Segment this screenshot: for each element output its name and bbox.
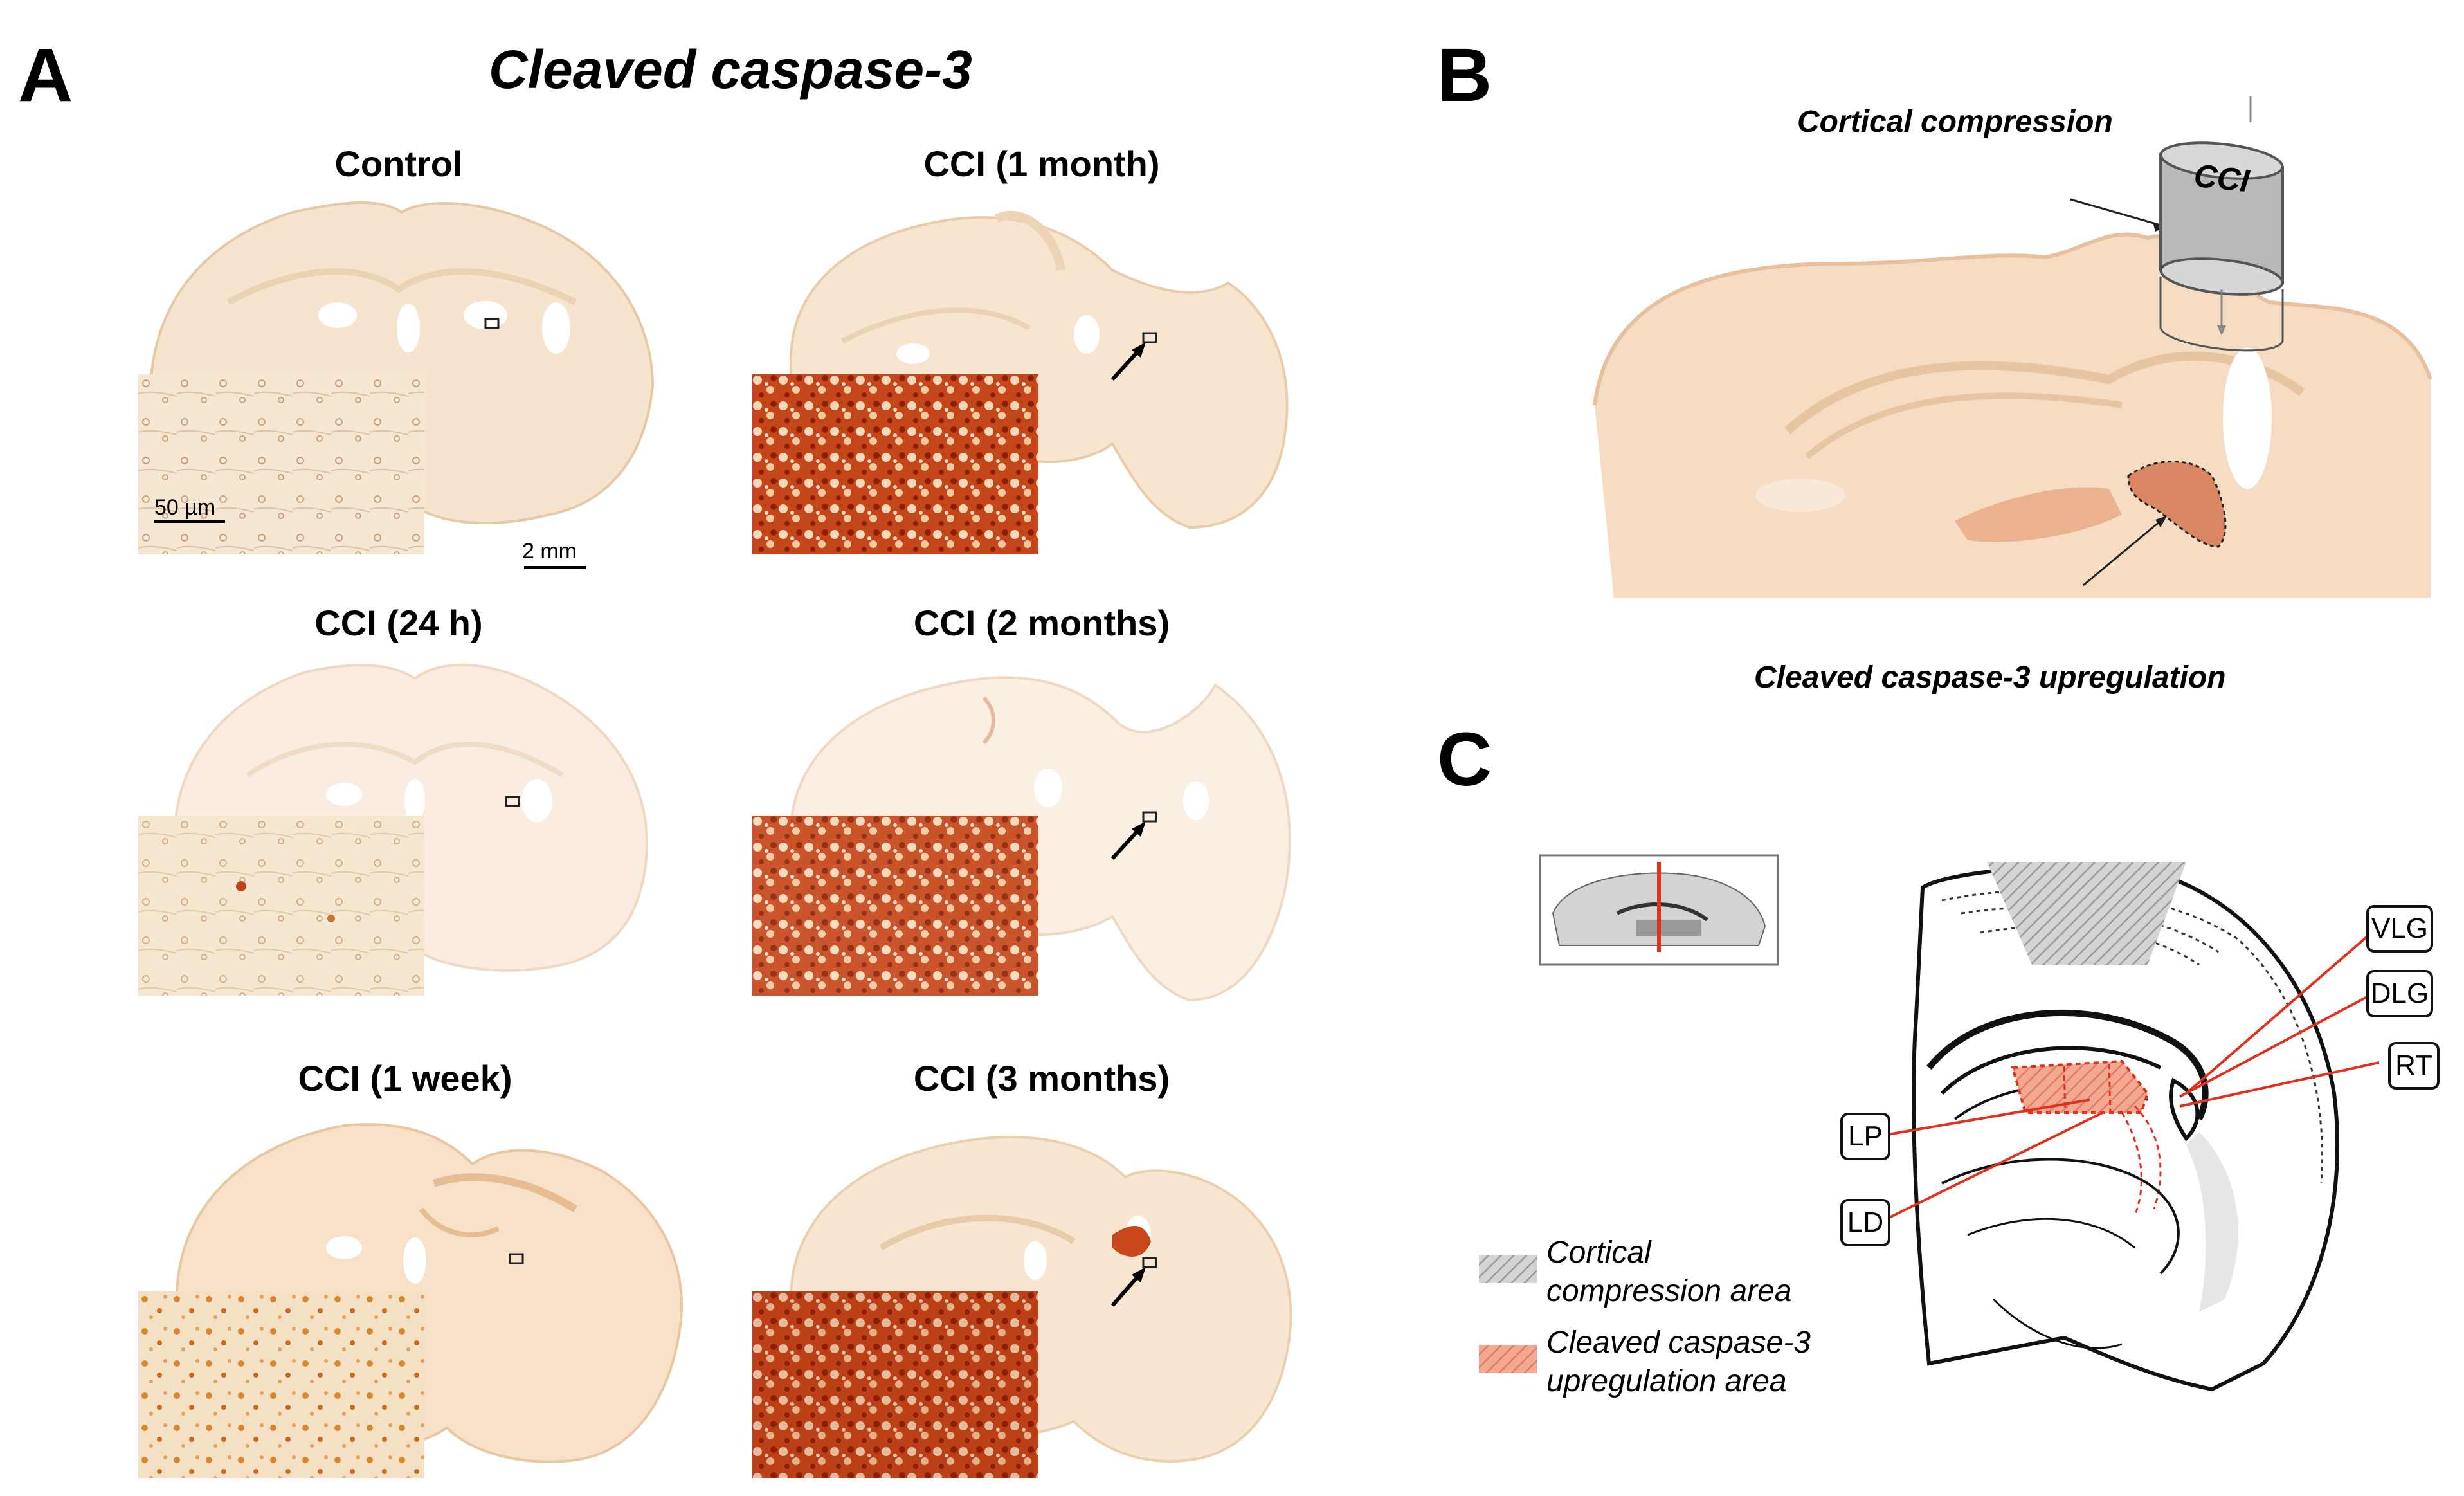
panel-b-letter: B [1437, 33, 1492, 118]
inset-cci-2-months [752, 816, 1038, 996]
region-label-rt: RT [2388, 1042, 2440, 1090]
section-scale-bar [524, 566, 586, 569]
cortical-compression-label: Cortical compression [1797, 105, 2113, 139]
group-title-cci-2-months: CCI (2 months) [913, 603, 1170, 643]
legend-swatch-caspase [1479, 1345, 1537, 1373]
legend-swatch-cortical [1479, 1255, 1537, 1283]
region-label-dlg: DLG [2366, 970, 2433, 1017]
group-title-control: Control [334, 143, 463, 184]
inset-cci-24h [138, 816, 424, 996]
inset-cci-3-months [752, 1291, 1038, 1478]
section-scale-label: 2 mm [522, 539, 577, 563]
inset-control [138, 374, 424, 554]
legend-text-cortical: Cortical compression area [1546, 1234, 1792, 1311]
legend-caspase-line2: upregulation area [1546, 1364, 1787, 1398]
group-title-cci-3-months: CCI (3 months) [913, 1058, 1170, 1099]
legend-text-caspase: Cleaved caspase-3 upregulation area [1546, 1324, 1811, 1401]
region-leader-lines [1880, 925, 2380, 1223]
panel-a-title: Cleaved caspase-3 [489, 39, 972, 100]
legend-caspase-line1: Cleaved caspase-3 [1546, 1326, 1811, 1360]
region-label-ld: LD [1840, 1199, 1890, 1246]
sagittal-thumbnail [1539, 854, 1779, 966]
panel-a-letter: A [18, 33, 73, 118]
group-title-cci-1-month: CCI (1 month) [923, 143, 1160, 184]
region-label-lp: LP [1840, 1113, 1890, 1160]
legend-cortical-line2: compression area [1546, 1274, 1792, 1308]
group-title-cci-1-week: CCI (1 week) [298, 1058, 512, 1099]
legend-cortical-line1: Cortical [1546, 1236, 1651, 1270]
brain-section-cci-1-month [789, 210, 1289, 529]
cci-device-label: CCI [2192, 157, 2251, 199]
region-label-vlg: VLG [2366, 905, 2433, 953]
coronal-atlas-diagram [1912, 862, 2340, 1392]
group-title-cci-24h: CCI (24 h) [314, 603, 483, 643]
caspase-upregulation-label: Cleaved caspase-3 upregulation [1754, 661, 2226, 695]
inset-cci-1-month [752, 374, 1038, 554]
inset-scale-label: 50 µm [154, 495, 216, 520]
inset-cci-1-week [138, 1291, 424, 1478]
panel-b-section [1593, 96, 2432, 598]
panel-c-letter: C [1437, 717, 1492, 802]
inset-scale-bar [154, 520, 225, 523]
